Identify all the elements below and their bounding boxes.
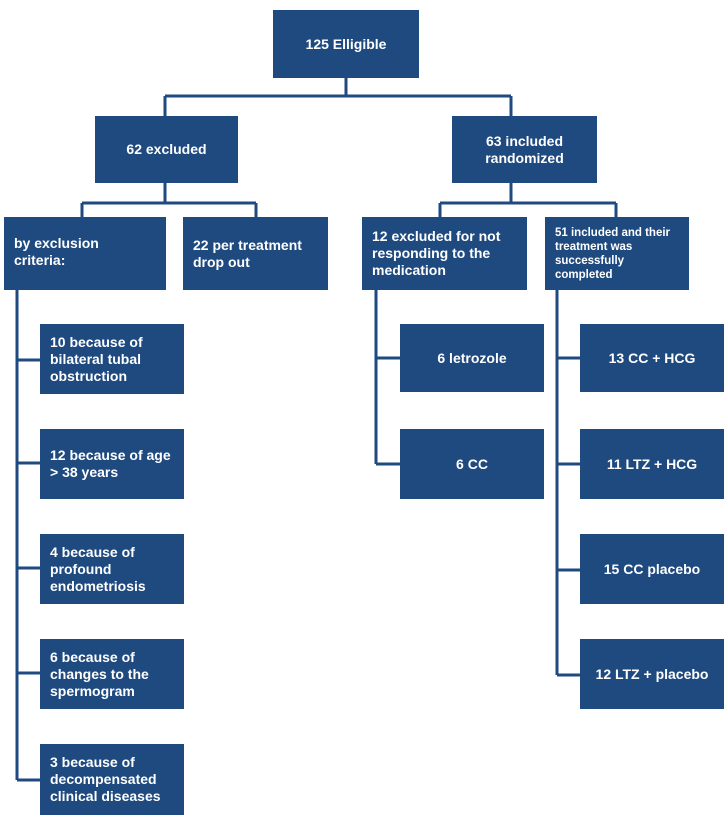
node-not-responding: 12 excluded for not responding to the me… (362, 217, 527, 290)
nonresponder-label: 6 letrozole (437, 349, 507, 366)
group-label: 11 LTZ + HCG (606, 455, 698, 472)
node-exclusion-criteria: by exclusion criteria: (4, 217, 166, 290)
dropout-label: 22 per treatment drop out (193, 236, 302, 270)
nonresponder-label: 6 CC (456, 455, 488, 472)
criteria-item: 4 because of profound endometriosis (40, 534, 184, 604)
excluded-label: 62 excluded (126, 141, 207, 157)
criteria-label: 10 because of bilateral tubal obstructio… (50, 333, 143, 384)
node-completed: 51 included and their treatment was succ… (545, 217, 689, 290)
criteria-item: 6 because of changes to the spermogram (40, 639, 184, 709)
group-label: 12 LTZ + placebo (595, 665, 709, 682)
group-item: 11 LTZ + HCG (580, 429, 724, 499)
included-label: 63 included randomized (485, 132, 564, 166)
node-included-randomized: 63 included randomized (452, 116, 597, 183)
group-label: 15 CC placebo (603, 560, 701, 577)
completed-label: 51 included and their treatment was succ… (555, 226, 671, 281)
group-item: 15 CC placebo (580, 534, 724, 604)
group-label: 13 CC + HCG (608, 349, 696, 366)
group-item: 13 CC + HCG (580, 324, 724, 392)
criteria-item: 10 because of bilateral tubal obstructio… (40, 324, 184, 394)
criteria-item: 12 because of age > 38 years (40, 429, 184, 499)
criteria-label: 4 because of profound endometriosis (50, 543, 146, 594)
node-excluded: 62 excluded (95, 116, 238, 183)
root-label: 125 Elligible (305, 35, 387, 52)
criteria-label: 12 because of age > 38 years (50, 447, 171, 480)
group-item: 12 LTZ + placebo (580, 639, 724, 709)
criteria-label: 3 because of decompensated clinical dise… (50, 754, 161, 804)
nonresponder-item: 6 CC (400, 429, 544, 499)
not-responding-label: 12 excluded for not responding to the me… (372, 228, 501, 278)
root-node-eligible: 125 Elligible (273, 10, 419, 78)
nonresponder-item: 6 letrozole (400, 324, 544, 392)
exclusion-criteria-label: by exclusion criteria: (14, 235, 99, 268)
node-dropout: 22 per treatment drop out (183, 217, 328, 290)
criteria-label: 6 because of changes to the spermogram (50, 648, 149, 699)
criteria-item: 3 because of decompensated clinical dise… (40, 744, 184, 815)
